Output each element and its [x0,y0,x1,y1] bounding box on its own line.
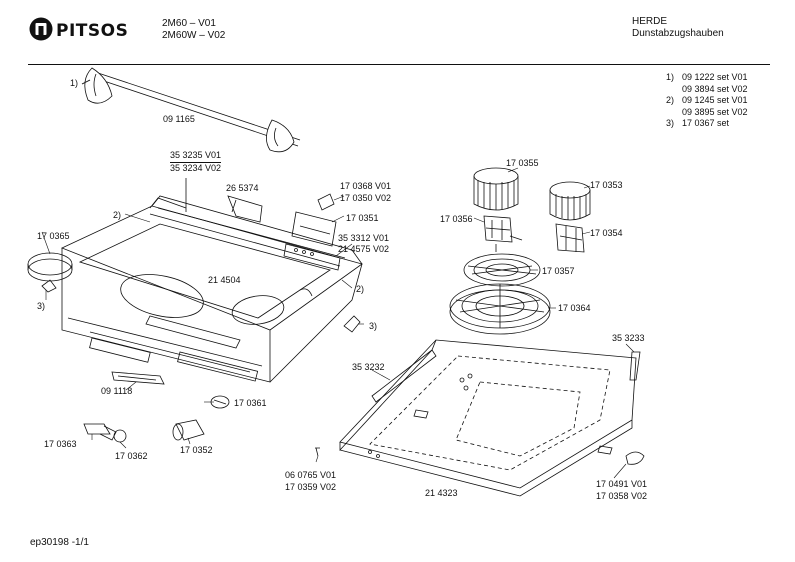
clip-part [343,315,361,333]
lamp-holder-part [83,423,127,443]
bottom-panel [339,339,637,497]
page-footer: ep30198 -1/1 [30,537,89,548]
part-170365: 17 0365 [37,231,70,241]
header-divider [28,64,770,65]
part-091118: 09 1118 [101,386,133,396]
motor-left [483,215,523,252]
part-170355: 17 0355 [506,158,539,168]
part-170352: 17 0352 [180,445,213,455]
fan-wheel-left [473,167,519,211]
callout-2-left: 2) [113,210,122,220]
brand-wordmark: PITSOS [56,21,128,41]
connector-part [317,193,335,211]
callout-1-top: 1) [70,78,79,88]
top-rail-part [81,67,301,153]
leader-lines [41,79,635,479]
part-214323: 21 4323 [425,488,458,498]
part-091165: 09 1165 [163,114,195,124]
part-170351: 17 0351 [346,213,379,223]
grease-filter [449,283,551,335]
part-214575: 21 4575 V02 [338,244,390,254]
fan-grille [463,253,541,287]
fan-wheel-right [549,181,591,221]
legend-row: 2)09 1245 set V01 [666,95,748,105]
legend-row: 3)17 0367 set [666,118,730,128]
motor-right [555,223,585,253]
part-060765: 06 0765 V01 [285,470,337,480]
part-353234: 35 3234 V02 [170,162,222,173]
model-line-2: 2M60W – V02 [162,30,226,41]
part-170363: 17 0363 [44,439,77,449]
part-265374: 26 5374 [226,183,259,193]
category-title: HERDE [632,16,668,27]
callout-3-right: 3) [369,321,378,331]
part-353233: 35 3233 [612,333,645,343]
set-legend: 1)09 1222 set V01 09 3894 set V02 2)09 1… [666,72,748,130]
callout-3-left: 3) [37,301,46,311]
part-170364: 17 0364 [558,303,591,313]
part-170357: 17 0357 [542,266,575,276]
control-strip [283,243,341,271]
bracket-part [227,195,263,223]
grille-part [111,371,165,385]
part-170368: 17 0368 V01 [340,181,392,191]
part-170354: 17 0354 [590,228,623,238]
part-170356: 17 0356 [440,214,473,224]
part-170361: 17 0361 [234,398,267,408]
part-170359: 17 0359 V02 [285,482,337,492]
legend-row: 09 3894 set V02 [682,83,748,94]
part-353312: 35 3312 V01 [338,233,390,243]
part-214504: 21 4504 [208,275,241,285]
part-170362: 17 0362 [115,451,148,461]
model-line-1: 2M60 – V01 [162,18,216,29]
part-170353: 17 0353 [590,180,623,190]
side-rod-right [629,351,641,381]
filter-strip [149,197,187,209]
ring-part [27,252,73,293]
switch-panel [291,211,337,247]
legend-row: 1)09 1222 set V01 [666,72,748,82]
part-170358: 17 0358 V02 [596,491,648,501]
side-strip-left [371,349,437,403]
part-353235: 35 3235 V01 [170,150,222,160]
part-170350: 17 0350 V02 [340,193,392,203]
part-353232: 35 3232 [352,362,385,372]
hood-body [60,195,363,383]
pitsos-logo: PITSOS [28,16,138,42]
lamp-part [172,419,205,441]
screw-part [315,447,320,457]
legend-row: 09 3895 set V02 [682,106,748,117]
subcategory-title: Dunstabzugshauben [632,28,724,39]
part-170491: 17 0491 V01 [596,479,648,489]
callout-2-right: 2) [356,284,365,294]
clip-bottom-right [625,451,645,465]
